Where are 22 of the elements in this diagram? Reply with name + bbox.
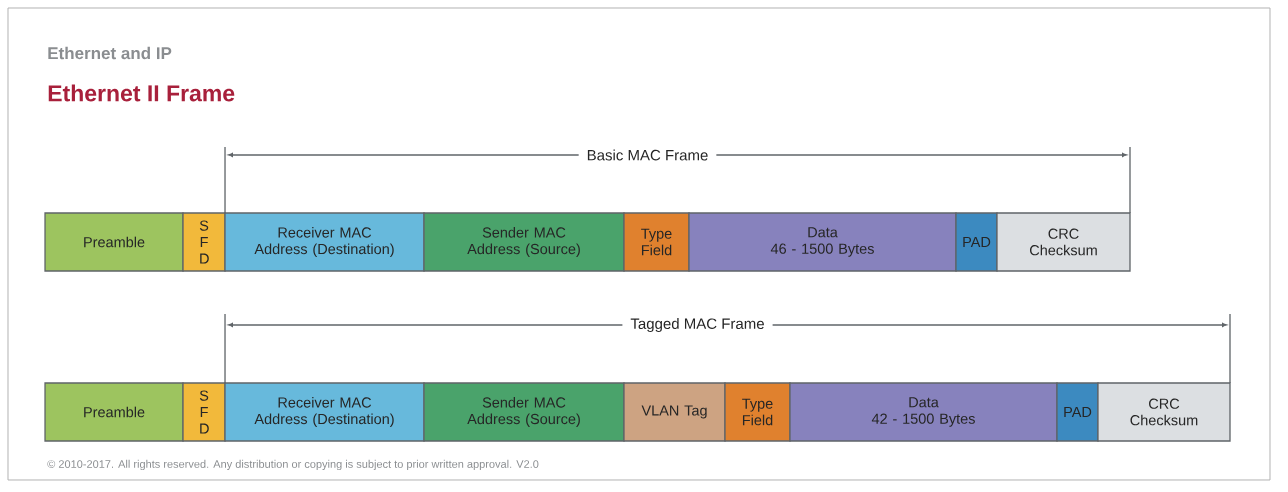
field-box: S F D: [182, 212, 226, 272]
dimension-label: Basic MAC Frame: [578, 147, 717, 163]
title: Ethernet II Frame: [48, 84, 235, 102]
field-box: Sender MAC Address (Source): [423, 212, 625, 272]
field-box: PAD: [955, 212, 998, 272]
field-box: S F D: [182, 382, 226, 442]
copyright-note: © 2010-2017. All rights reserved. Any distribution or copying is subject to prior written approval. V2.0: [47, 459, 539, 471]
field-box: Type Field: [724, 382, 791, 442]
field-box: CRC Checksum: [996, 212, 1131, 272]
field-box: CRC Checksum: [1097, 382, 1231, 442]
field-box: Data 46 - 1500 Bytes: [688, 212, 957, 272]
section-heading: Ethernet and IP: [48, 46, 172, 60]
field-box: Sender MAC Address (Source): [423, 382, 625, 442]
field-box: PAD: [1056, 382, 1099, 442]
field-box: VLAN Tag: [623, 382, 726, 442]
field-box: Data 42 - 1500 Bytes: [789, 382, 1058, 442]
field-box: Receiver MAC Address (Destination): [224, 212, 425, 272]
dimension-label: Tagged MAC Frame: [622, 316, 773, 334]
field-box: Type Field: [623, 212, 690, 272]
field-box: Receiver MAC Address (Destination): [224, 382, 425, 442]
field-box: Preamble: [44, 382, 184, 442]
field-box: Preamble: [44, 212, 184, 272]
